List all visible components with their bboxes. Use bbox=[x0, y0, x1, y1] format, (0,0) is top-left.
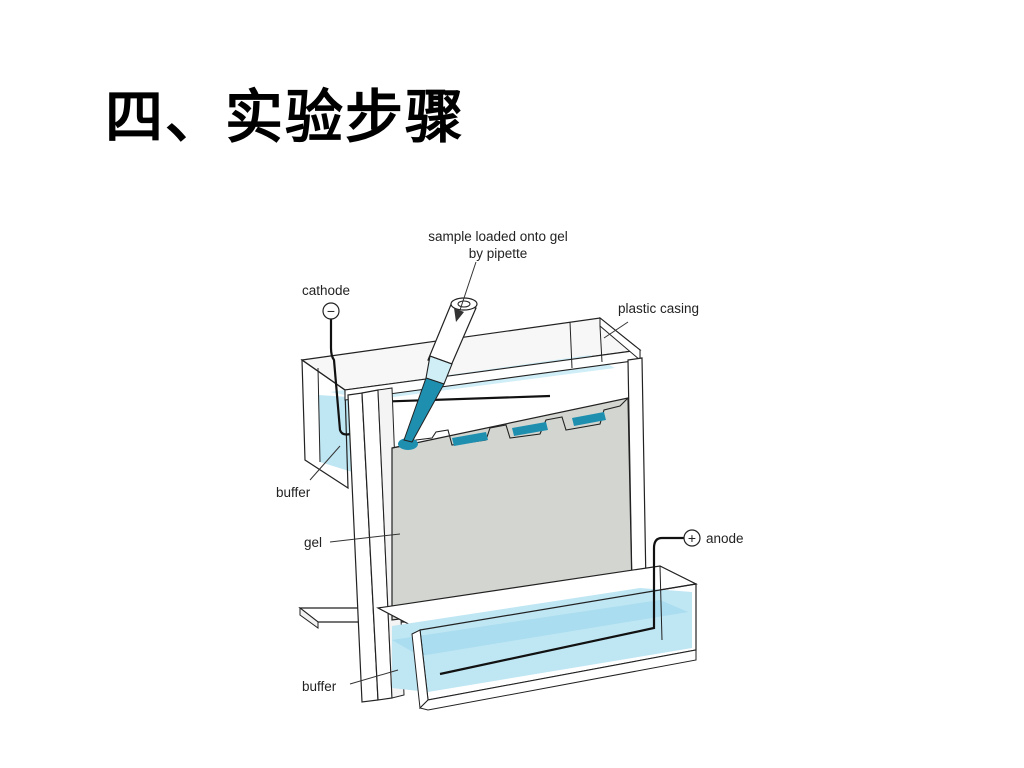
label-sample-line1: sample loaded onto gel bbox=[428, 229, 568, 244]
lower-buffer-liquid bbox=[392, 588, 692, 692]
cathode-wire bbox=[329, 319, 351, 436]
label-gel: gel bbox=[304, 535, 322, 550]
label-cathode: cathode bbox=[302, 283, 350, 298]
label-anode: anode bbox=[706, 531, 744, 546]
lower-buffer-chamber bbox=[376, 536, 698, 711]
label-plastic-casing: plastic casing bbox=[618, 301, 699, 316]
gel-plates bbox=[347, 357, 647, 703]
cathode-terminal: − bbox=[322, 302, 340, 320]
sample-well bbox=[452, 432, 488, 446]
anode-terminal: + bbox=[683, 529, 701, 547]
sample-well bbox=[512, 422, 548, 436]
leader-lines bbox=[309, 261, 629, 685]
anode-symbol: + bbox=[688, 530, 696, 546]
pipette bbox=[403, 297, 478, 443]
label-buffer-bottom: buffer bbox=[302, 679, 337, 694]
label-sample-line2: by pipette bbox=[469, 246, 528, 261]
label-buffer-top: buffer bbox=[276, 485, 311, 500]
slide-title: 四、实验步骤 bbox=[105, 83, 466, 151]
cathode-symbol: − bbox=[327, 303, 335, 319]
anode-wire bbox=[439, 536, 684, 676]
sample-well bbox=[572, 412, 606, 426]
